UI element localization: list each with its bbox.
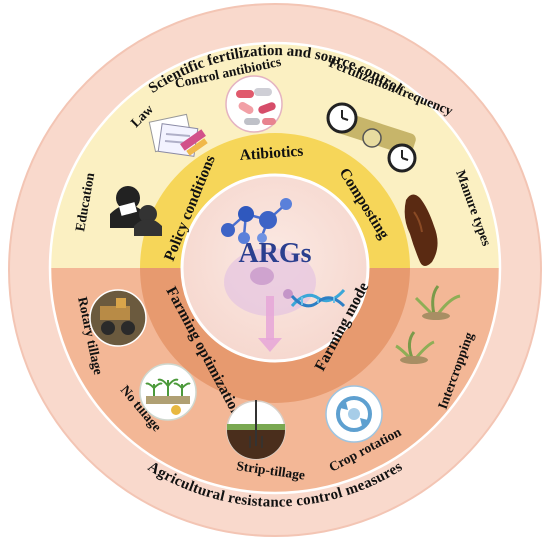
inner-band-upper [140, 133, 410, 268]
args-center-label: ARGs [238, 238, 311, 269]
no-tillage-seedlings-icon [139, 363, 197, 421]
manure-pile-icon [404, 194, 438, 266]
education-people-icon [110, 186, 162, 236]
crop-rotation-icon [325, 385, 383, 443]
tillage-machine-icon [89, 289, 147, 347]
dna-helix-icon [290, 288, 346, 308]
intercropping-plants-icon [395, 285, 461, 364]
antibiotic-capsules-icon [225, 75, 283, 133]
downward-arrow [258, 296, 282, 352]
alarm-clocks-icon [326, 102, 417, 173]
molecule-network-icon [221, 198, 292, 244]
strip-tillage-soil-icon [226, 400, 286, 460]
inner-band-lower [140, 268, 410, 403]
atibiotics-label: Atibiotics [239, 143, 304, 164]
law-documents-icon [148, 113, 208, 157]
